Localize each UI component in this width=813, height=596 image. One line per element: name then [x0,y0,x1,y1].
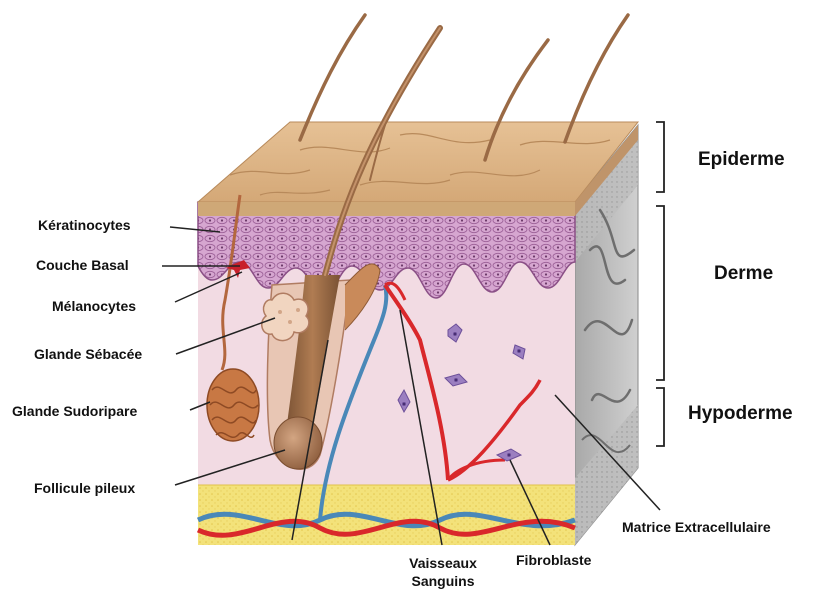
label-vaisseaux-line2: Sanguins [388,574,498,589]
layer-brackets [656,122,664,446]
label-keratinocytes: Kératinocytes [38,218,131,233]
label-glande-sudoripare: Glande Sudoripare [12,404,137,419]
label-vaisseaux-line1: Vaisseaux [388,556,498,571]
label-melanocytes: Mélanocytes [52,299,136,314]
label-vaisseaux-sanguins: Vaisseaux Sanguins [388,556,498,590]
label-follicule-pileux: Follicule pileux [34,481,135,496]
epidermis-top-surface [198,122,638,216]
label-glande-sebacee: Glande Sébacée [34,347,142,362]
label-matrice-extracellulaire: Matrice Extracellulaire [622,520,771,535]
label-fibroblaste: Fibroblaste [516,553,591,568]
fat-layer [198,485,575,545]
label-epiderme: Epiderme [698,150,785,171]
label-hypoderme: Hypoderme [688,404,793,425]
label-couche-basal: Couche Basal [36,258,129,273]
label-derme: Derme [714,264,773,285]
